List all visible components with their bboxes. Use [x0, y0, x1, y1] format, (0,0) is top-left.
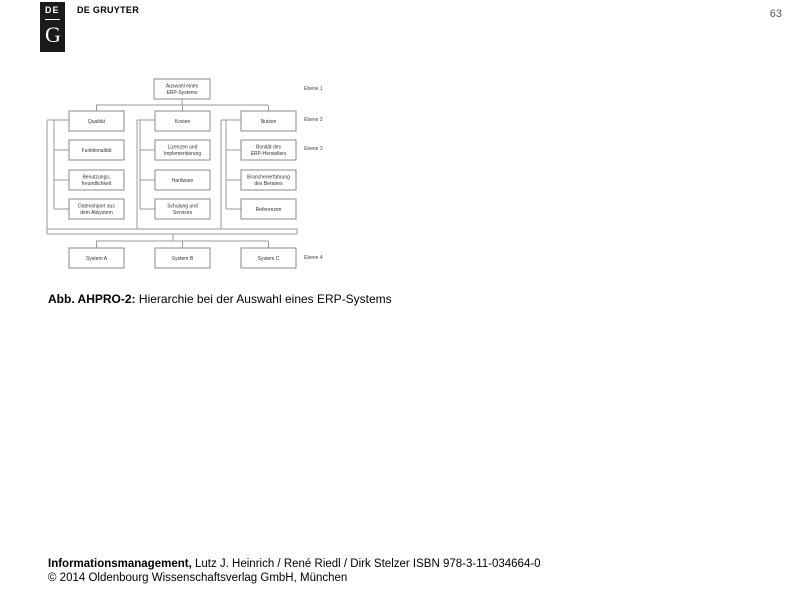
level-label-1: Ebene 1	[304, 86, 323, 92]
footer-line-1: Informationsmanagement, Lutz J. Heinrich…	[48, 557, 541, 571]
node-alternative-3-label: System C	[258, 256, 280, 262]
node-alternative-1	[68, 247, 125, 269]
node-subcriterion-3-1	[240, 139, 297, 161]
node-alternative-1-label: System A	[86, 256, 108, 262]
footer-citation: Informationsmanagement, Lutz J. Heinrich…	[48, 557, 541, 585]
node-subcriterion-2-3-label: Services	[173, 210, 193, 216]
node-subcriterion-3-2-label: des Beraters	[254, 181, 283, 187]
level-label-4: Ebene 4	[304, 255, 323, 261]
node-criterion-2	[154, 110, 211, 132]
book-title: Informationsmanagement,	[48, 558, 192, 570]
publisher-logo: DE G	[40, 2, 65, 52]
connector-lines	[46, 99, 298, 248]
node-subcriterion-1-3	[68, 198, 125, 220]
figure-caption: Abb. AHPRO-2: Hierarchie bei der Auswahl…	[48, 292, 392, 306]
node-subcriterion-3-2-label: Branchenerfahrung	[247, 175, 290, 181]
node-criterion-2-label: Kosten	[175, 119, 191, 125]
node-subcriterion-2-3-label: Schulung und	[167, 204, 198, 210]
book-authors-isbn: Lutz J. Heinrich / René Riedl / Dirk Ste…	[194, 558, 541, 570]
node-subcriterion-3-1-label: Bonität des	[256, 145, 282, 151]
logo-divider	[45, 19, 60, 20]
node-root	[153, 78, 211, 100]
node-subcriterion-2-1	[154, 139, 211, 161]
caption-text: Hierarchie bei der Auswahl eines ERP-Sys…	[138, 292, 392, 306]
node-subcriterion-3-3	[240, 198, 297, 220]
node-criterion-1	[68, 110, 125, 132]
node-subcriterion-2-1-label: Lizenzen und	[168, 145, 198, 151]
node-subcriterion-1-1-label: Funktionalität	[82, 148, 112, 154]
node-subcriterion-1-3-label: Datenimport aus	[78, 204, 115, 210]
node-subcriterion-1-3-label: dem Altsystem	[80, 210, 113, 216]
node-criterion-1-label: Qualität	[88, 119, 106, 125]
node-root-label: Auswahl eines	[166, 84, 199, 90]
node-subcriterion-1-1	[68, 139, 125, 161]
node-subcriterion-2-2	[154, 169, 211, 191]
logo-letters-de: DE	[45, 5, 60, 15]
level-label-3: Ebene 3	[304, 146, 323, 152]
node-subcriterion-2-3	[154, 198, 211, 220]
node-criterion-3-label: Nutzen	[261, 119, 277, 125]
node-subcriterion-3-1-label: ERP-Herstellers	[251, 151, 287, 157]
node-subcriterion-3-3-label: Referenzen	[256, 207, 282, 213]
node-subcriterion-2-1-label: Implementierung	[164, 151, 201, 157]
node-alternative-2-label: System B	[172, 256, 194, 262]
node-subcriterion-1-2	[68, 169, 125, 191]
node-subcriterion-2-2-label: Hardware	[172, 178, 194, 184]
node-subcriterion-3-2	[240, 169, 297, 191]
page-number: 63	[769, 8, 782, 20]
caption-label: Abb. AHPRO-2:	[48, 292, 136, 306]
node-root-label: ERP-Systems	[166, 90, 198, 96]
node-alternative-3	[240, 247, 297, 269]
node-criterion-3	[240, 110, 297, 132]
level-label-2: Ebene 2	[304, 117, 323, 123]
publisher-name: DE GRUYTER	[77, 5, 140, 15]
level-labels: Ebene 1 Ebene 2 Ebene 3 Ebene 4	[304, 86, 323, 261]
node-subcriterion-1-2-label: Benutzungs-	[82, 175, 110, 181]
logo-letter-g: G	[45, 22, 61, 47]
node-alternative-2	[154, 247, 211, 269]
node-subcriterion-1-2-label: freundlichkeit	[82, 181, 112, 187]
footer-copyright: © 2014 Oldenbourg Wissenschaftsverlag Gm…	[48, 572, 348, 584]
